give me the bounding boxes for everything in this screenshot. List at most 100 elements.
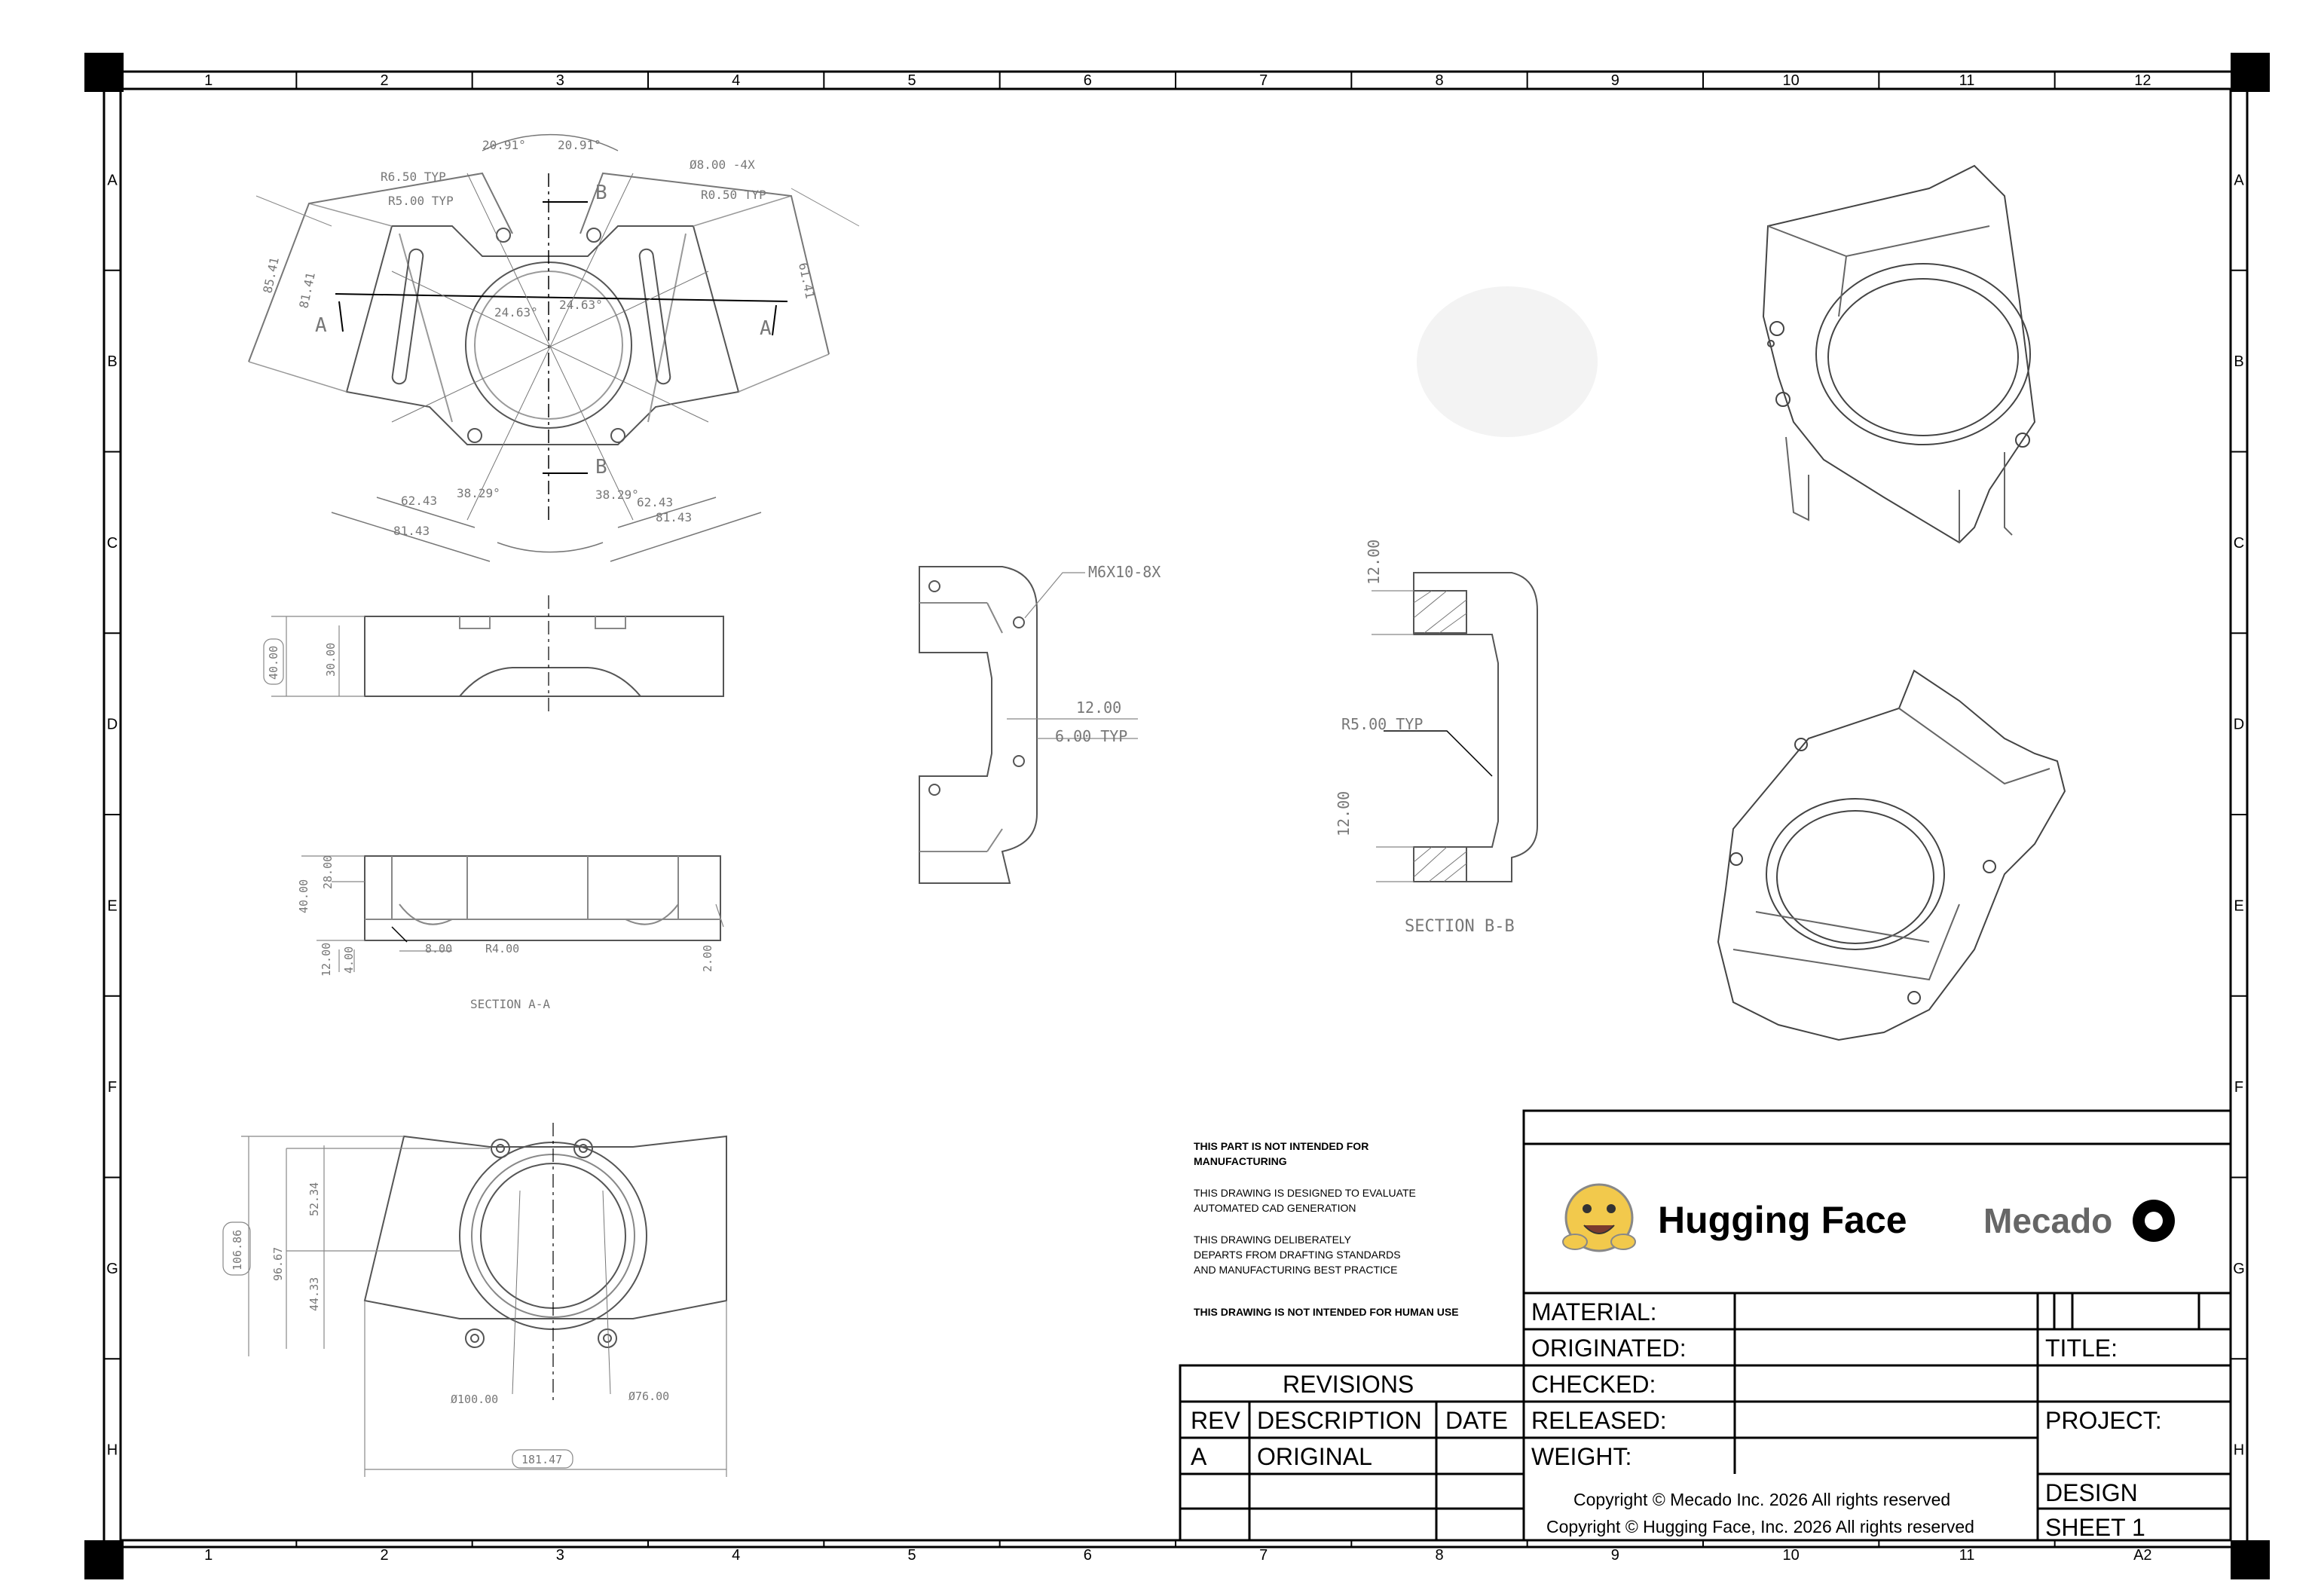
zone-row-label-left: E (107, 897, 117, 914)
zone-col-label-bottom: 10 (1783, 1547, 1800, 1564)
dim-81-right: 81.43 (656, 510, 692, 524)
note-line-1: THIS PART IS NOT INTENDED FOR (1194, 1140, 1369, 1152)
zone-col-label-top: 10 (1783, 72, 1800, 89)
label-project: PROJECT: (2045, 1407, 2162, 1434)
dim-bb-top: 12.00 (1365, 540, 1383, 585)
section-aa-dims: 40.00 28.00 12.00 4.00 8.00 R4.00 2.00 S… (297, 855, 714, 1011)
dim-thread: M6X10-8X (1088, 563, 1161, 581)
zone-col-label-bottom: 9 (1611, 1547, 1619, 1564)
iso-view-bottom (1717, 669, 2066, 1041)
zone-col-label-bottom: 11 (1959, 1547, 1975, 1564)
zone-row-label-left: H (107, 1442, 118, 1459)
dim-r500: R5.00 TYP (388, 194, 454, 208)
zone-row-label-right: H (2234, 1442, 2244, 1459)
front-view (263, 595, 724, 716)
label-checked: CHECKED: (1531, 1371, 1656, 1398)
dim-61-41: 61.41 (796, 261, 818, 300)
zone-col-label-top: 6 (1084, 72, 1092, 89)
revision-rev: A (1191, 1443, 1207, 1470)
top-view (248, 133, 860, 562)
copyright-mecado: Copyright © Mecado Inc. 2026 All rights … (1573, 1490, 1950, 1509)
dim-r050: R0.50 TYP (701, 188, 766, 202)
section-aa-label: SECTION A-A (470, 997, 550, 1011)
zone-col-label-bottom: 3 (556, 1547, 564, 1564)
dim-96: 96.67 (271, 1247, 285, 1281)
label-weight: WEIGHT: (1531, 1443, 1632, 1470)
zone-col-label-top: 4 (732, 72, 740, 89)
dim-angle-c1: 24.63° (494, 305, 538, 320)
label-sheet: SHEET 1 (2045, 1514, 2145, 1541)
zone-col-label-bottom: 5 (907, 1547, 916, 1564)
zone-col-label-bottom: 4 (732, 1547, 740, 1564)
note-line-6: DEPARTS FROM DRAFTING STANDARDS (1194, 1249, 1401, 1261)
dim-81-41: 81.41 (296, 271, 318, 310)
zone-col-label-bottom: 8 (1435, 1547, 1443, 1564)
hugging-face-logo: Hugging Face (1562, 1183, 1907, 1252)
bottom-view (241, 1123, 727, 1477)
zone-col-label-top: 5 (907, 72, 916, 89)
dim-angle-left: 20.91° (482, 138, 526, 152)
dim-2-00: 2.00 (701, 945, 714, 972)
revisions-table: REVISIONS REV DESCRIPTION DATE A ORIGINA… (1191, 1371, 1508, 1470)
note-line-8: THIS DRAWING IS NOT INTENDED FOR HUMAN U… (1194, 1306, 1459, 1318)
dim-40: 40.00 (267, 646, 280, 680)
zone-col-label-top: 7 (1259, 72, 1268, 89)
label-design: DESIGN (2045, 1479, 2138, 1506)
zone-row-label-left: A (107, 172, 118, 188)
section-aa-view (301, 855, 724, 972)
title-block (1179, 1109, 2232, 1542)
section-bb-view (1372, 572, 1538, 882)
dim-12-00: 12.00 (320, 943, 333, 977)
zone-row-label-right: E (2234, 897, 2243, 914)
dim-52: 52.34 (307, 1182, 321, 1216)
bottom-view-dims: 106.86 96.67 52.34 44.33 Ø100.00 Ø76.00 … (222, 1182, 669, 1469)
note-line-7: AND MANUFACTURING BEST PRACTICE (1194, 1264, 1397, 1276)
note-line-5: THIS DRAWING DELIBERATELY (1194, 1234, 1352, 1246)
zone-col-label-top: 2 (380, 72, 388, 89)
dim-62-right: 62.43 (637, 495, 673, 509)
dim-30: 30.00 (324, 643, 338, 677)
title-block-labels: MATERIAL: ORIGINATED: CHECKED: RELEASED:… (1531, 1298, 2162, 1541)
revisions-header: REVISIONS (1283, 1371, 1414, 1398)
drawing-notes: THIS PART IS NOT INTENDED FOR MANUFACTUR… (1194, 1140, 1459, 1318)
zone-col-label-bottom: 7 (1259, 1547, 1268, 1564)
section-bb-dims: 12.00 R5.00 TYP 12.00 SECTION B-B (1335, 540, 1515, 936)
revisions-col-rev: REV (1191, 1407, 1240, 1434)
label-title: TITLE: (2045, 1335, 2118, 1362)
sheet-border (102, 70, 2249, 1549)
zone-row-label-right: B (2234, 353, 2243, 370)
side-view-dims: M6X10-8X 12.00 6.00 TYP (1055, 563, 1161, 745)
copyright-hugging-face: Copyright © Hugging Face, Inc. 2026 All … (1546, 1517, 1974, 1536)
dim-dia76: Ø76.00 (628, 1390, 669, 1403)
note-line-3: THIS DRAWING IS DESIGNED TO EVALUATE (1194, 1187, 1416, 1199)
iso-view-top (1762, 164, 2036, 544)
zone-row-label-right: G (2233, 1261, 2245, 1277)
zone-col-label-top: 1 (204, 72, 213, 89)
note-line-4: AUTOMATED CAD GENERATION (1194, 1202, 1356, 1214)
revisions-col-date: DATE (1445, 1407, 1508, 1434)
dim-hole: Ø8.00 -4X (690, 157, 755, 172)
dim-angle-b1: 38.29° (457, 486, 500, 500)
zone-row-label-right: D (2234, 717, 2244, 733)
sheet-size-label: A2 (2133, 1547, 2151, 1564)
zone-row-label-left: C (107, 535, 118, 552)
zone-col-label-top: 9 (1611, 72, 1619, 89)
dim-28-00: 28.00 (321, 855, 335, 889)
revision-desc: ORIGINAL (1257, 1443, 1372, 1470)
front-view-dims: 40.00 30.00 (267, 643, 338, 680)
dim-40-00: 40.00 (297, 879, 310, 913)
dim-12: 12.00 (1076, 699, 1121, 717)
dim-181: 181.47 (521, 1453, 562, 1466)
label-material: MATERIAL: (1531, 1298, 1657, 1325)
zone-row-label-left: B (107, 353, 117, 370)
zone-row-label-right: A (2234, 172, 2244, 188)
section-a-left: A (315, 314, 327, 337)
dim-angle-c2: 24.63° (559, 298, 603, 312)
dim-85-41: 85.41 (260, 256, 282, 295)
section-a-right: A (760, 317, 772, 340)
zone-col-label-bottom: 6 (1084, 1547, 1092, 1564)
dim-angle-b2: 38.29° (595, 488, 639, 502)
dim-8-00: 8.00 (425, 942, 452, 955)
zone-col-label-top: 8 (1435, 72, 1443, 89)
